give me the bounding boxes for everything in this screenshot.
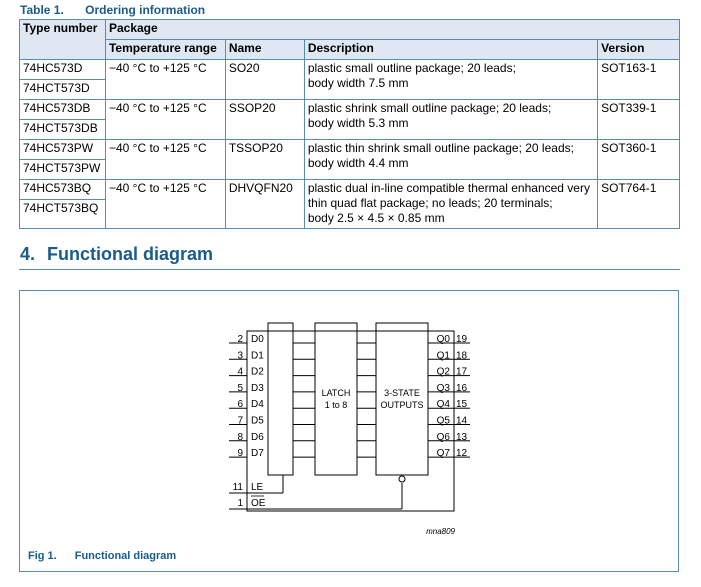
figure-title: Functional diagram <box>74 550 177 562</box>
section-heading: 4. Functional diagram <box>20 244 213 265</box>
output-pin-number: 19 <box>456 334 468 345</box>
description-line: body width 7.5 mm <box>307 76 409 90</box>
three-state-outputs-block <box>375 322 429 476</box>
table-row: 74HCT573DB <box>19 119 680 140</box>
figure-frame <box>19 290 679 572</box>
version-cell: SOT360-1 <box>597 139 680 180</box>
output-pin-number: 16 <box>456 383 468 394</box>
output-pin-label: Q4 <box>437 399 451 410</box>
latch-label-range: 1 to 8 <box>325 400 348 410</box>
description-cell: plastic dual in-line compatible thermal … <box>303 179 599 229</box>
type-number-cell: 74HC573PW <box>19 139 106 160</box>
ic-outline <box>246 330 455 512</box>
header-package: Package <box>104 19 681 40</box>
input-buffer-block <box>267 322 294 476</box>
package-name-cell: SSOP20 <box>224 99 305 140</box>
outputs-label-2: OUTPUTS <box>380 400 423 410</box>
header-temperature-range: Temperature range <box>104 39 226 60</box>
table-caption: Table 1. Ordering information <box>20 3 205 17</box>
table-caption-number: Table 1. <box>20 3 64 17</box>
input-pin-number: 2 <box>237 334 243 345</box>
input-pin-number: 8 <box>237 432 243 443</box>
description-line: body width 5.3 mm <box>307 116 409 130</box>
version-cell: SOT163-1 <box>597 59 680 100</box>
input-pin-label: D7 <box>251 448 264 459</box>
table-row: 74HCT573D <box>19 79 680 100</box>
figure-number: Fig 1. <box>28 550 57 562</box>
header-name: Name <box>224 39 305 60</box>
type-number-cell: 74HC573BQ <box>19 179 106 200</box>
table-row: 74HCT573BQ <box>19 199 680 229</box>
input-pin-label: D6 <box>251 432 264 443</box>
description-line: plastic thin shrink small outline packag… <box>307 141 574 155</box>
description-line: thin quad flat package; no leads; 20 ter… <box>307 196 553 210</box>
output-pin-label: Q0 <box>437 334 451 345</box>
input-pin-label: D3 <box>251 383 264 394</box>
table-row: 74HC573DB −40 °C to +125 °C SSOP20 plast… <box>19 99 680 140</box>
description-line: body 2.5 × 4.5 × 0.85 mm <box>307 211 445 225</box>
input-pin-number: 7 <box>237 416 243 427</box>
output-pin-number: 15 <box>456 399 468 410</box>
figure-caption: Fig 1. Functional diagram <box>28 550 176 562</box>
output-pin-label: Q5 <box>437 416 451 427</box>
input-pin-number: 3 <box>237 350 243 361</box>
package-name-cell: SO20 <box>224 59 305 100</box>
output-pin-number: 18 <box>456 350 468 361</box>
section-divider <box>19 269 680 270</box>
output-pin-label: Q6 <box>437 432 451 443</box>
latch-label: LATCH <box>322 388 351 398</box>
diagram-code: mna809 <box>426 527 455 536</box>
input-pin-label: D1 <box>251 350 264 361</box>
latch-block <box>314 322 358 476</box>
table-row: 74HC573D −40 °C to +125 °C SO20 plastic … <box>19 59 680 100</box>
output-pin-label: Q7 <box>437 448 451 459</box>
type-number-cell: 74HCT573BQ <box>19 199 106 229</box>
output-pin-label: Q3 <box>437 383 451 394</box>
header-description: Description <box>303 39 599 60</box>
package-name-cell: TSSOP20 <box>224 139 305 180</box>
pin-label-oe: OE <box>251 498 266 509</box>
input-pin-label: D5 <box>251 416 264 427</box>
description-line: plastic small outline package; 20 leads; <box>307 61 516 75</box>
output-pin-label: Q1 <box>437 350 451 361</box>
output-pin-number: 13 <box>456 432 468 443</box>
pin-number-le: 11 <box>233 482 244 493</box>
oe-inversion-bubble <box>398 475 406 483</box>
description-line: plastic dual in-line compatible thermal … <box>307 181 590 195</box>
section-title: Functional diagram <box>47 244 214 264</box>
package-name-cell: DHVQFN20 <box>224 179 305 229</box>
temperature-cell: −40 °C to +125 °C <box>104 179 226 229</box>
output-pin-number: 12 <box>456 448 468 459</box>
description-cell: plastic shrink small outline package; 20… <box>303 99 599 140</box>
version-cell: SOT764-1 <box>597 179 680 229</box>
type-number-cell: 74HCT573DB <box>19 119 106 140</box>
input-pin-number: 4 <box>237 367 243 378</box>
type-number-cell: 74HC573DB <box>19 99 106 120</box>
input-pin-label: D0 <box>251 334 264 345</box>
table-row: 74HC573BQ −40 °C to +125 °C DHVQFN20 pla… <box>19 179 680 229</box>
description-line: body width 4.4 mm <box>307 156 409 170</box>
output-pin-label: Q2 <box>437 367 451 378</box>
description-line: plastic shrink small outline package; 20… <box>307 101 552 115</box>
input-pin-label: D2 <box>251 367 264 378</box>
input-pin-label: D4 <box>251 399 264 410</box>
header-version: Version <box>597 39 680 60</box>
header-type-number: Type number <box>19 19 106 60</box>
version-cell: SOT339-1 <box>597 99 680 140</box>
pin-number-oe: 1 <box>237 498 243 509</box>
output-pin-number: 14 <box>456 416 468 427</box>
description-cell: plastic small outline package; 20 leads;… <box>303 59 599 100</box>
input-pin-number: 9 <box>237 448 243 459</box>
input-pin-number: 5 <box>237 383 243 394</box>
output-pin-number: 17 <box>456 367 468 378</box>
outputs-label: 3-STATE <box>384 388 420 398</box>
table-caption-title: Ordering information <box>85 3 206 17</box>
ordering-information-table: Type number Package Temperature range Na… <box>19 19 681 229</box>
input-pin-number: 6 <box>237 399 243 410</box>
pin-label-le: LE <box>251 482 264 493</box>
section-number: 4. <box>20 244 36 264</box>
type-number-cell: 74HCT573D <box>19 79 106 100</box>
